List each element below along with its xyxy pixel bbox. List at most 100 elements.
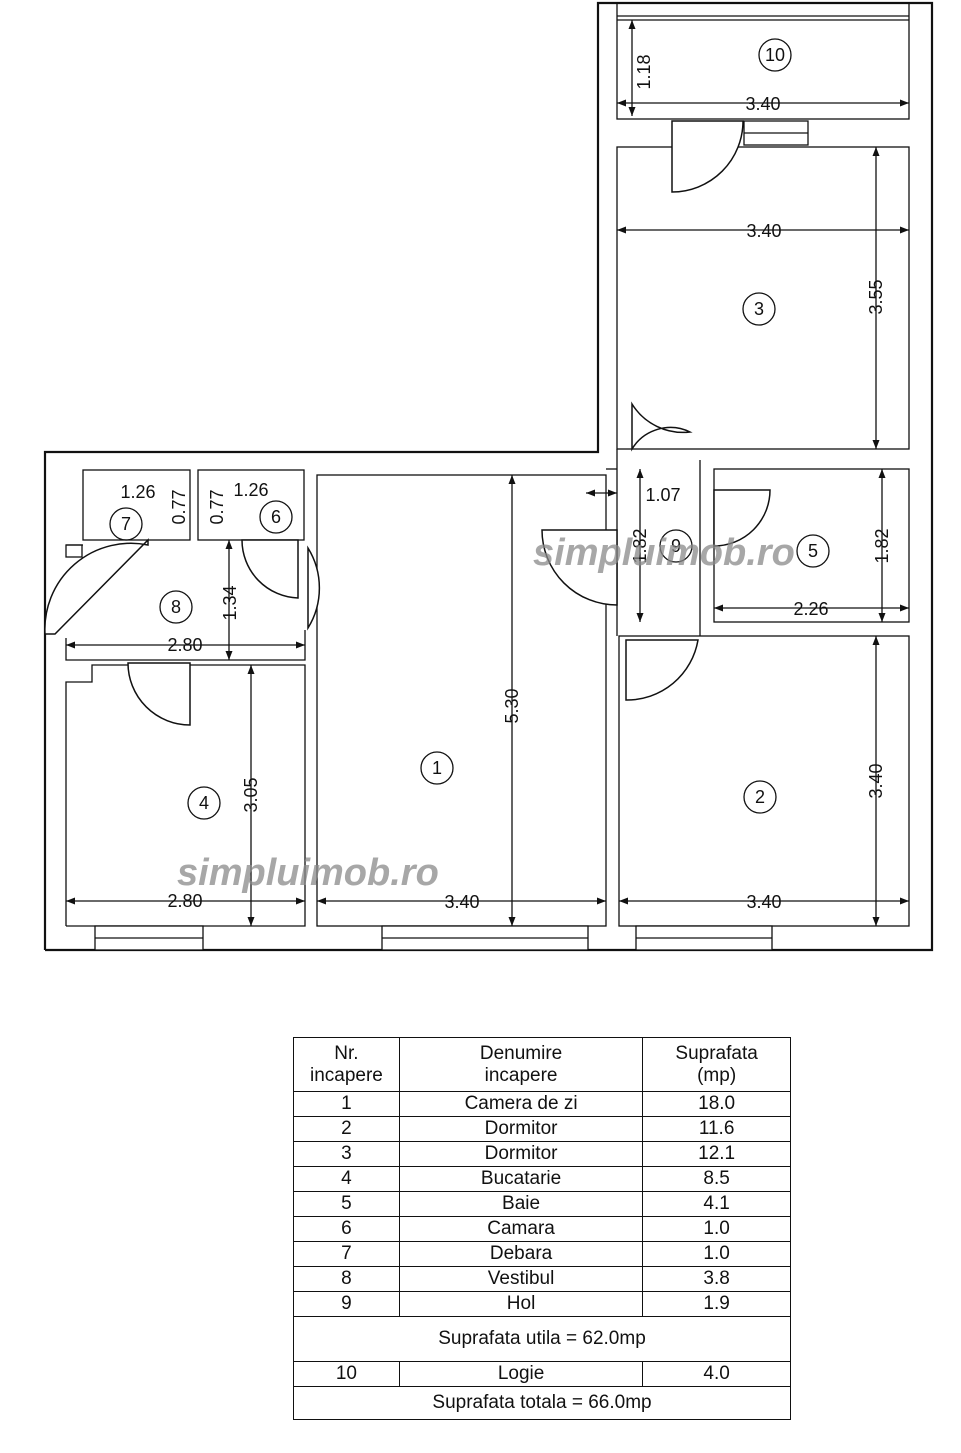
doors xyxy=(44,120,771,726)
dimension-arrowhead xyxy=(900,604,909,612)
room-marker-1: 1 xyxy=(420,751,454,785)
dimension-labels: 1.18 3.40 3.40 3.55 2.26 1.82 1.07 1.82 … xyxy=(120,54,892,912)
dim-r9-height: 1.82 xyxy=(630,528,650,563)
dimension-lines xyxy=(66,20,909,926)
outer-walls xyxy=(43,1,934,952)
header-room-number: Nr.incapere xyxy=(293,1037,400,1092)
dim-r3-height: 3.55 xyxy=(866,279,886,314)
dimension-arrowhead xyxy=(247,665,255,674)
room-debara xyxy=(82,469,191,541)
dimension-arrowhead xyxy=(296,641,305,649)
watermark-bottom: simpluimob.ro xyxy=(177,852,439,894)
room-numbers: 10 3 5 9 7 6 8 1 4 2 xyxy=(109,38,830,820)
room-marker-3: 3 xyxy=(742,292,776,326)
dimension-arrowhead xyxy=(636,469,644,478)
svg-text:8: 8 xyxy=(171,597,181,617)
room-marker-8: 8 xyxy=(159,590,193,624)
dimension-arrowhead xyxy=(597,897,606,905)
dimension-arrowhead xyxy=(296,897,305,905)
dimension-arrowhead xyxy=(617,226,626,234)
dim-r2-height: 3.40 xyxy=(866,763,886,798)
dimension-arrowhead xyxy=(900,99,909,107)
dim-r1-height: 5.30 xyxy=(502,688,522,723)
room-dormitor-3 xyxy=(616,146,910,450)
dim-r10-width: 3.40 xyxy=(745,94,780,114)
dimension-arrowhead xyxy=(900,897,909,905)
dimension-arrowhead xyxy=(636,613,644,622)
floor-plan: 1.18 3.40 3.40 3.55 2.26 1.82 1.07 1.82 … xyxy=(43,1,934,952)
dim-r3-width: 3.40 xyxy=(746,221,781,241)
watermark-top: simpluimob.ro xyxy=(533,532,795,574)
useful-area-total-row: Suprafata utila = 62.0mp xyxy=(293,1316,791,1362)
room-marker-6: 6 xyxy=(259,500,293,534)
dim-r2-width: 3.40 xyxy=(746,892,781,912)
dimension-arrowhead xyxy=(508,917,516,926)
dim-r8-width: 2.80 xyxy=(167,635,202,655)
svg-text:6: 6 xyxy=(271,507,281,527)
dim-r5-width: 2.26 xyxy=(793,599,828,619)
dimension-arrowhead xyxy=(66,897,75,905)
room-marker-7: 7 xyxy=(109,507,143,541)
dim-r4-height: 3.05 xyxy=(241,777,261,812)
svg-text:10: 10 xyxy=(765,45,785,65)
svg-text:9: 9 xyxy=(671,536,681,556)
dim-r4-width: 2.80 xyxy=(167,891,202,911)
dimension-arrowhead xyxy=(508,475,516,484)
dimension-arrowhead xyxy=(317,897,326,905)
dimension-arrowhead xyxy=(608,489,617,497)
dimension-arrowhead xyxy=(617,99,626,107)
svg-text:5: 5 xyxy=(808,541,818,561)
svg-text:3: 3 xyxy=(754,299,764,319)
dimension-arrowhead xyxy=(247,917,255,926)
dimension-arrowhead xyxy=(872,440,880,449)
room-marker-5: 5 xyxy=(796,534,830,568)
room-bucatarie xyxy=(65,664,306,927)
dim-r9-width: 1.07 xyxy=(645,485,680,505)
dim-r10-height: 1.18 xyxy=(634,54,654,89)
header-room-area: Suprafata(mp) xyxy=(642,1037,791,1092)
dimension-arrowhead xyxy=(225,540,233,549)
dimension-arrowhead xyxy=(878,469,886,478)
dimension-arrowhead xyxy=(872,147,880,156)
room-marker-9: 9 xyxy=(659,529,693,563)
dimension-arrowhead xyxy=(619,897,628,905)
dimension-arrowhead xyxy=(586,489,595,497)
room-logie xyxy=(616,2,910,146)
dim-r5-height: 1.82 xyxy=(872,528,892,563)
dim-r7-width: 1.26 xyxy=(120,482,155,502)
dimension-arrowhead xyxy=(900,226,909,234)
svg-text:7: 7 xyxy=(121,514,131,534)
dimension-arrowhead xyxy=(628,20,636,29)
svg-text:4: 4 xyxy=(199,793,209,813)
dimension-arrowhead xyxy=(628,107,636,116)
dimension-arrowhead xyxy=(872,636,880,645)
room-marker-4: 4 xyxy=(187,786,221,820)
grand-total-row: Suprafata totala = 66.0mp xyxy=(293,1386,791,1420)
windows-bottom xyxy=(94,925,773,951)
dimension-arrowhead xyxy=(714,604,723,612)
dimension-arrowhead xyxy=(225,651,233,660)
dim-r1-width: 3.40 xyxy=(444,892,479,912)
svg-text:2: 2 xyxy=(755,787,765,807)
room-marker-2: 2 xyxy=(743,780,777,814)
dim-r6-height: 0.77 xyxy=(207,489,227,524)
dim-r7-height: 0.77 xyxy=(169,489,189,524)
dim-r6-width: 1.26 xyxy=(233,480,268,500)
dimension-arrowhead xyxy=(872,917,880,926)
dim-r8-height: 1.34 xyxy=(220,585,240,620)
room-marker-10: 10 xyxy=(758,38,792,72)
dimension-arrowhead xyxy=(878,613,886,622)
